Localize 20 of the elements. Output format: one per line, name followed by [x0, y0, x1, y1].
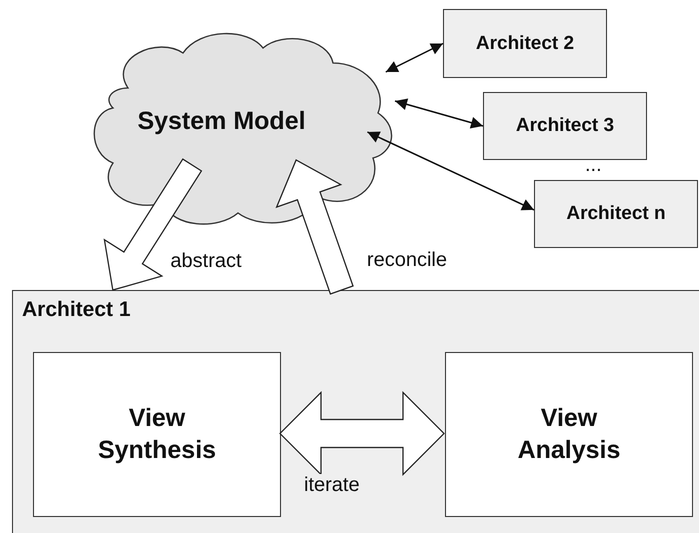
- process-box: [33, 352, 281, 517]
- double-arrow: [394, 98, 484, 128]
- double-arrow: [385, 42, 444, 73]
- process-box: [483, 92, 647, 160]
- node-label: Architect n: [566, 202, 666, 226]
- double-block-arrow: [279, 391, 445, 476]
- group-heading: Architect 1: [22, 297, 131, 323]
- node-label: Architect 3: [516, 114, 614, 138]
- block-arrow: [276, 159, 354, 295]
- group-box: [12, 290, 699, 533]
- node-label: System Model: [137, 106, 306, 138]
- process-box: [443, 9, 607, 78]
- ellipsis-label: ...: [584, 154, 603, 177]
- node-label: View Synthesis: [96, 403, 218, 466]
- node-label: Architect 2: [476, 32, 574, 56]
- double-arrow: [367, 131, 534, 211]
- block-arrow: [104, 158, 202, 291]
- process-box: [445, 352, 693, 517]
- process-box: [534, 180, 698, 248]
- node-label: View Analysis: [516, 403, 622, 466]
